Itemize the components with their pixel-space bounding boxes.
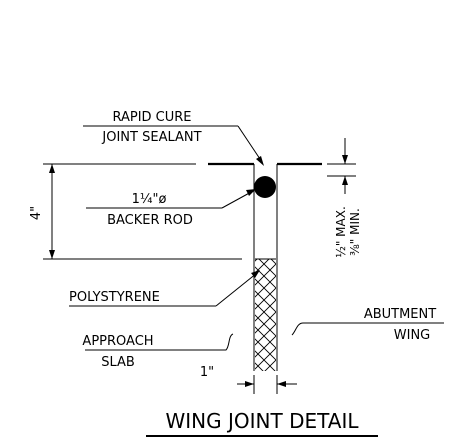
approach-slab-label-line2: SLAB xyxy=(101,355,135,370)
depth-arrow-top xyxy=(49,164,55,173)
sealant-leader-arrow xyxy=(256,156,264,166)
sealant-label-line1: RAPID CURE xyxy=(112,110,191,125)
polystyrene-leader xyxy=(215,272,258,307)
abutment-leader xyxy=(291,322,304,336)
depth-label: 4" xyxy=(29,206,44,220)
backer-rod-leader-arrow xyxy=(246,189,256,196)
approach-slab-label-line1: APPROACH xyxy=(82,334,153,349)
backer-rod-leader xyxy=(221,190,254,209)
backer-rod-circle xyxy=(254,176,276,198)
width-arrow-right xyxy=(277,381,286,387)
polystyrene-label: POLYSTYRENE xyxy=(69,290,160,305)
joint-width-label: 1" xyxy=(200,365,214,380)
gap-arrow-bottom xyxy=(342,176,348,185)
gap-max-label: ½" MAX. xyxy=(334,206,348,258)
polystyrene-leader-arrow xyxy=(251,270,260,278)
gap-arrow-top xyxy=(342,155,348,164)
width-arrow-left xyxy=(245,381,254,387)
sealant-label-line2: JOINT SEALANT xyxy=(101,130,201,145)
gap-min-label: ⅜" MIN. xyxy=(348,208,362,256)
approach-slab-leader xyxy=(169,333,234,351)
abutment-label-line2: WING xyxy=(394,328,431,343)
depth-arrow-bottom xyxy=(49,250,55,259)
backer-rod-size-label: 1¼"ø xyxy=(132,192,167,207)
backer-rod-name-label: BACKER ROD xyxy=(107,213,193,228)
sealant-leader xyxy=(237,125,263,163)
polystyrene-filler xyxy=(255,259,276,371)
abutment-label-line1: ABUTMENT xyxy=(364,307,436,322)
drawing-title: WING JOINT DETAIL xyxy=(166,409,360,433)
